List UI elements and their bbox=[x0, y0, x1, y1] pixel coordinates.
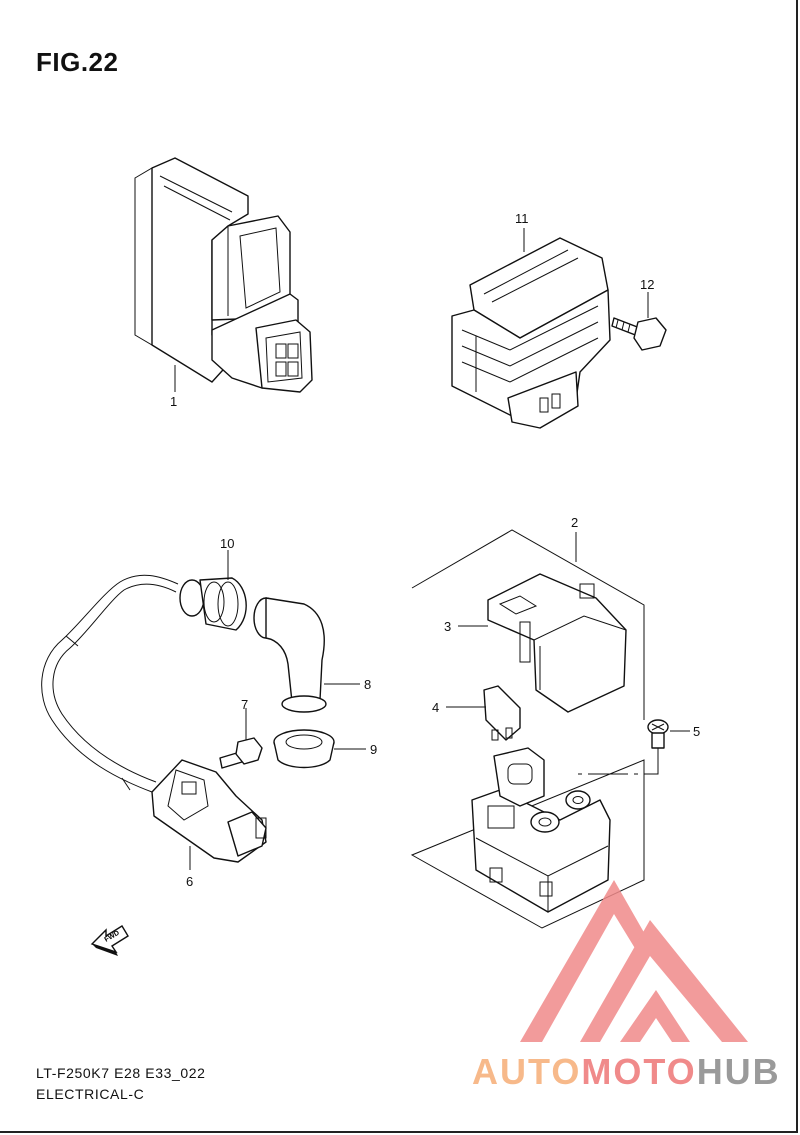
callout-2: 2 bbox=[571, 515, 578, 530]
part-9-seal bbox=[273, 729, 335, 769]
footer-section-name: ELECTRICAL-C bbox=[36, 1086, 145, 1102]
callout-9: 9 bbox=[370, 742, 377, 757]
figure-title: FIG.22 bbox=[36, 47, 119, 77]
callout-12: 12 bbox=[640, 277, 654, 292]
forward-direction-arrow: FWD bbox=[90, 925, 129, 956]
part-1-control-unit bbox=[134, 157, 313, 393]
part-8-plug-cap bbox=[253, 597, 327, 713]
callout-1: 1 bbox=[170, 394, 177, 409]
callout-3: 3 bbox=[444, 619, 451, 634]
watermark-part-hub: HUB bbox=[696, 1051, 781, 1092]
part-10-grommet bbox=[179, 577, 247, 631]
part-4-fuse bbox=[483, 685, 521, 741]
callout-10: 10 bbox=[220, 536, 234, 551]
callout-5: 5 bbox=[693, 724, 700, 739]
part-6-high-tension-cable bbox=[41, 574, 179, 793]
footer-model-code: LT-F250K7 E28 E33_022 bbox=[36, 1065, 206, 1081]
watermark-text: AUTOMOTOHUB bbox=[472, 1051, 781, 1093]
callout-4: 4 bbox=[432, 700, 439, 715]
callout-8: 8 bbox=[364, 677, 371, 692]
part-5-screw bbox=[647, 719, 669, 749]
part-12-bolt bbox=[611, 317, 667, 351]
callout-6: 6 bbox=[186, 874, 193, 889]
watermark-part-auto: AUTO bbox=[472, 1051, 582, 1092]
callout-11: 11 bbox=[515, 211, 529, 226]
watermark-logo bbox=[520, 880, 748, 1042]
watermark-part-moto: MOTO bbox=[581, 1051, 697, 1092]
part-7-bolt bbox=[219, 737, 263, 769]
part-11-regulator-rectifier bbox=[451, 237, 611, 429]
callout-7: 7 bbox=[241, 697, 248, 712]
part-6-ignition-coil bbox=[151, 759, 267, 863]
part-3-relay-cover bbox=[487, 573, 627, 713]
part-2-starter-relay bbox=[471, 747, 611, 913]
leader-5-assembly-line bbox=[572, 748, 659, 775]
